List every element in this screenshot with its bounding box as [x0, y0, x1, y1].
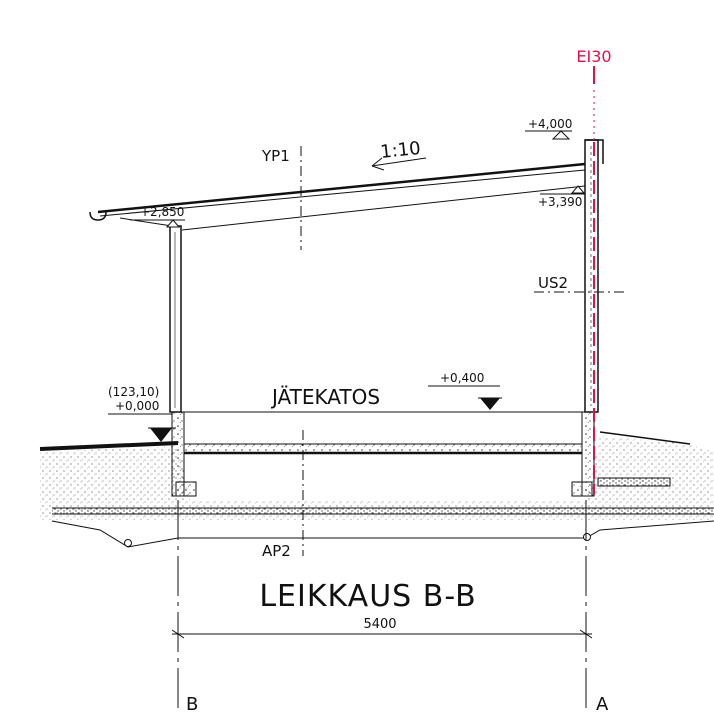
level-roof-top-text: +4,000: [528, 117, 572, 131]
roof-type-marker: YP1: [261, 147, 290, 165]
wall-left: [169, 225, 182, 413]
roof: [89, 139, 604, 231]
dimension-text: 5400: [363, 617, 396, 632]
wall-type-marker: US2: [538, 274, 568, 292]
level-ground-abs-text: (123,10): [108, 385, 159, 399]
level-ceiling-high: [540, 185, 586, 195]
level-ground-rel-text: +0,000: [115, 399, 159, 413]
fire-class-label: EI30: [576, 47, 611, 66]
grid-label-a: A: [596, 694, 609, 715]
floor-slab: [183, 411, 583, 455]
wall-right: [584, 139, 599, 413]
level-ground: [108, 413, 176, 442]
room-label: JÄTEKATOS: [270, 385, 380, 409]
section-title: LEIKKAUS B-B: [259, 579, 476, 614]
level-roof-low-text: +2,850: [140, 205, 184, 219]
slope-arrow: [371, 157, 427, 171]
level-floor-text: +0,400: [440, 371, 484, 385]
grid-label-b: B: [186, 694, 198, 715]
level-ceiling-high-text: +3,390: [538, 195, 582, 209]
level-floor: [428, 385, 502, 410]
base-floor-type-marker: AP2: [262, 542, 291, 560]
foundation-left: [171, 411, 197, 497]
dimension-line: [171, 629, 593, 639]
slope-text: 1:10: [379, 138, 421, 163]
level-roof-low: [130, 219, 185, 228]
level-roof-top: [525, 130, 572, 140]
